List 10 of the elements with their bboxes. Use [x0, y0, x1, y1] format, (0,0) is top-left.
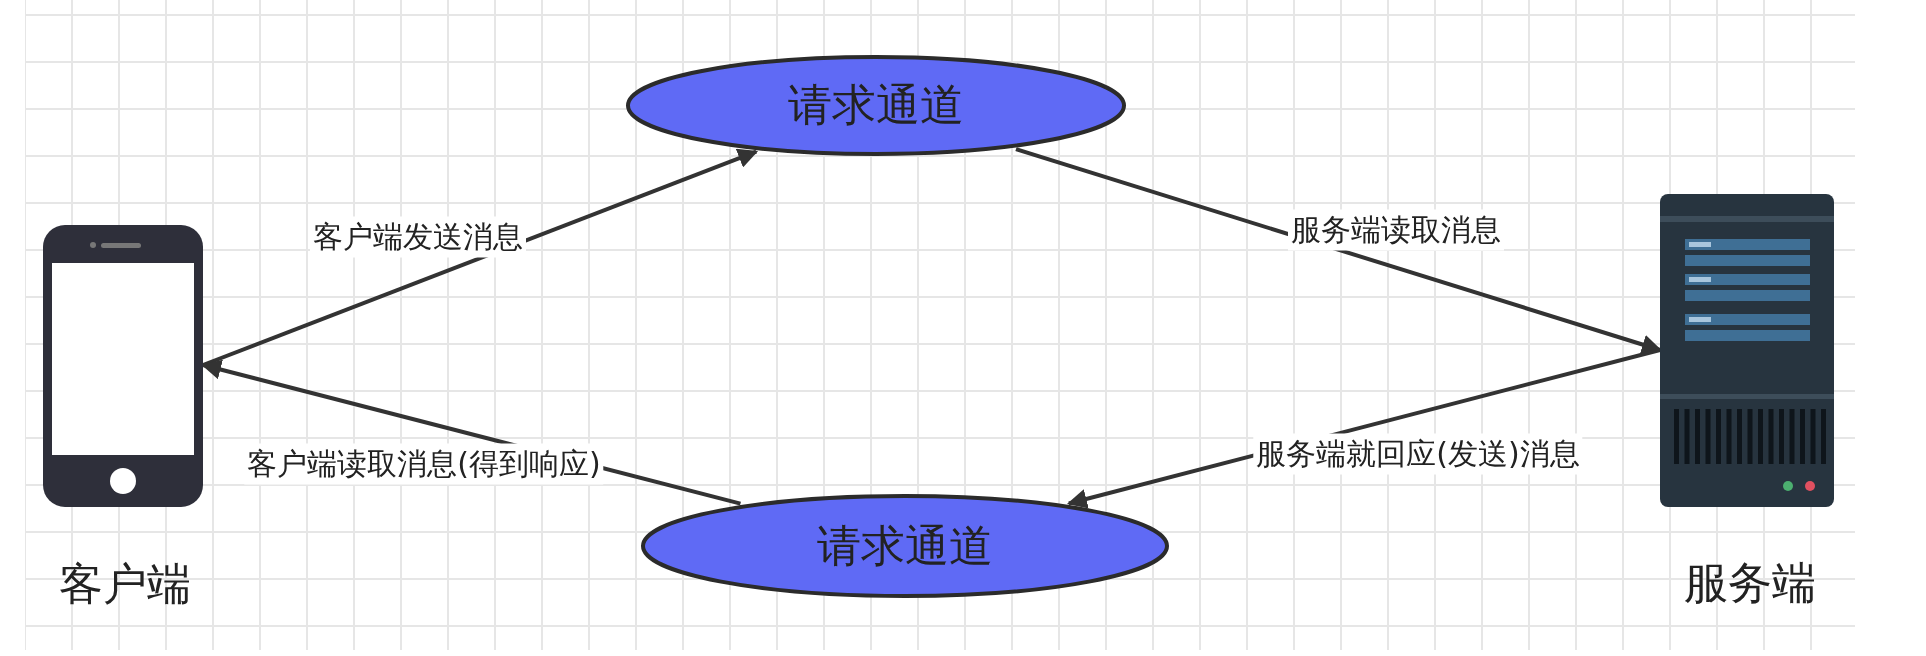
edge-label: 客户端发送消息	[310, 216, 526, 258]
server-label: 服务端	[1683, 556, 1817, 610]
edge-label: 服务端就回应(发送)消息	[1253, 433, 1583, 475]
channel-label: 请求通道	[817, 518, 993, 573]
edge-label: 客户端读取消息(得到响应)	[244, 443, 604, 485]
channel-label: 请求通道	[788, 78, 964, 132]
arrow	[1015, 147, 1662, 355]
arrow	[202, 148, 759, 367]
client-label: 客户端	[58, 557, 192, 611]
edge-label: 服务端读取消息	[1288, 209, 1504, 251]
